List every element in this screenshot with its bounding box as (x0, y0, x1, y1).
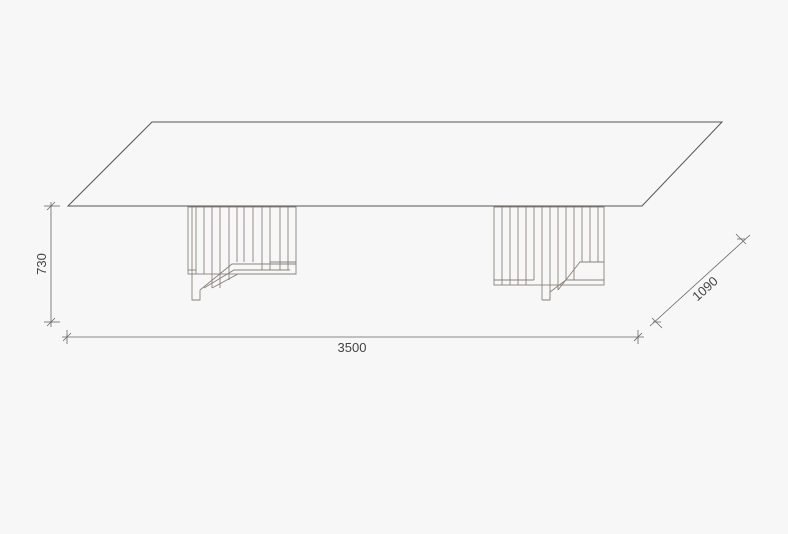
height-dimension: 730 (34, 201, 60, 327)
length-label: 3500 (338, 340, 367, 355)
length-dimension: 3500 (62, 330, 644, 355)
height-label: 730 (34, 253, 49, 275)
table-top (66, 121, 724, 207)
depth-dimension: 1090 (649, 233, 751, 329)
left-leg (187, 206, 297, 301)
depth-label: 1090 (689, 273, 721, 303)
right-leg (493, 206, 605, 301)
